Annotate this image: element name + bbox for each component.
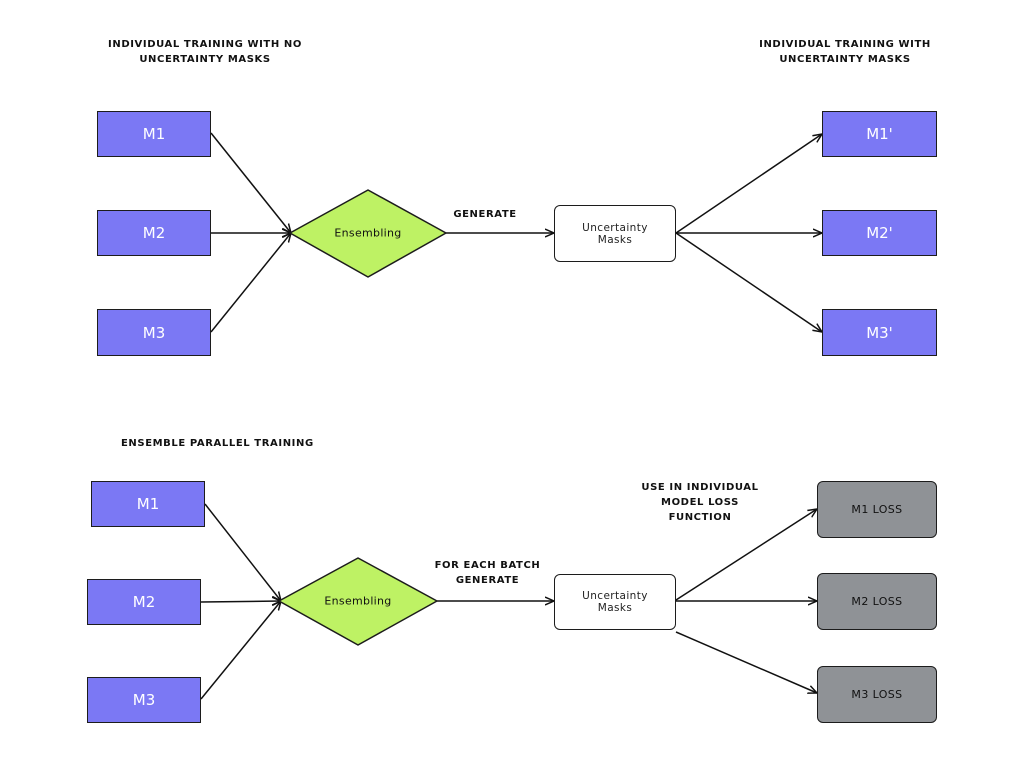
edge-top-masks-m1p: [675, 134, 822, 234]
masks-label-line2-top: Masks: [597, 233, 633, 246]
edge-top-m1-ensembling: [210, 132, 291, 233]
model-box-m1-prime: M1': [822, 111, 937, 157]
model-box-m3-bottom: M3: [87, 677, 201, 723]
edge-label-use-in-loss-line2: MODEL LOSS: [661, 497, 739, 508]
edge-bottom-masks-m3loss: [675, 631, 817, 693]
heading-no-masks: INDIVIDUAL TRAINING WITH NO UNCERTAINTY …: [100, 37, 310, 67]
edge-label-generate: GENERATE: [440, 207, 530, 222]
heading-ensemble-parallel-text: ENSEMBLE PARALLEL TRAINING: [121, 438, 314, 449]
edge-bottom-m3-ensembling: [200, 601, 281, 700]
edge-label-for-each-batch-line1: FOR EACH BATCH: [434, 560, 541, 571]
edge-label-for-each-batch-line2: GENERATE: [455, 575, 520, 586]
heading-with-masks-line2: UNCERTAINTY MASKS: [779, 54, 911, 65]
edge-bottom-m1-ensembling: [204, 503, 281, 601]
ensembling-label-top: Ensembling: [334, 226, 402, 240]
edge-label-use-in-loss: USE IN INDIVIDUAL MODEL LOSS FUNCTION: [630, 480, 770, 525]
heading-ensemble-parallel: ENSEMBLE PARALLEL TRAINING: [121, 436, 341, 451]
model-box-m3-prime: M3': [822, 309, 937, 356]
model-box-m1-bottom: M1: [91, 481, 205, 527]
masks-label-line2-bottom: Masks: [597, 602, 633, 614]
edge-label-use-in-loss-line1: USE IN INDIVIDUAL: [641, 482, 759, 493]
heading-with-masks: INDIVIDUAL TRAINING WITH UNCERTAINTY MAS…: [750, 37, 940, 67]
edge-top-masks-m3p: [675, 232, 822, 332]
ensembling-diamond-top: [289, 189, 447, 278]
heading-with-masks-line1: INDIVIDUAL TRAINING WITH: [759, 39, 931, 50]
edge-label-generate-text: GENERATE: [453, 209, 517, 220]
model-box-m1-top: M1: [97, 111, 211, 157]
loss-box-m1: M1 LOSS: [817, 481, 937, 538]
edge-bottom-masks-m1loss: [675, 509, 817, 601]
loss-box-m2: M2 LOSS: [817, 573, 937, 630]
edge-label-for-each-batch: FOR EACH BATCH GENERATE: [425, 558, 550, 588]
model-box-m2-prime: M2': [822, 210, 937, 256]
heading-no-masks-line1: INDIVIDUAL TRAINING WITH NO: [108, 39, 302, 50]
masks-label-line1-bottom: Uncertainty: [582, 590, 648, 602]
edge-bottom-m2-ensembling: [200, 601, 281, 602]
uncertainty-masks-top: Uncertainty Masks: [554, 205, 676, 262]
heading-no-masks-line2: UNCERTAINTY MASKS: [139, 54, 271, 65]
ensembling-label-bottom: Ensembling: [324, 594, 392, 608]
model-box-m2-top: M2: [97, 210, 211, 256]
masks-label-line1-top: Uncertainty: [582, 221, 648, 234]
edge-top-m3-ensembling: [210, 233, 291, 333]
ensembling-diamond-bottom: [278, 557, 438, 646]
uncertainty-masks-bottom: Uncertainty Masks: [554, 574, 676, 630]
edge-label-use-in-loss-line3: FUNCTION: [668, 512, 732, 523]
model-box-m2-bottom: M2: [87, 579, 201, 625]
model-box-m3-top: M3: [97, 309, 211, 356]
loss-box-m3: M3 LOSS: [817, 666, 937, 723]
